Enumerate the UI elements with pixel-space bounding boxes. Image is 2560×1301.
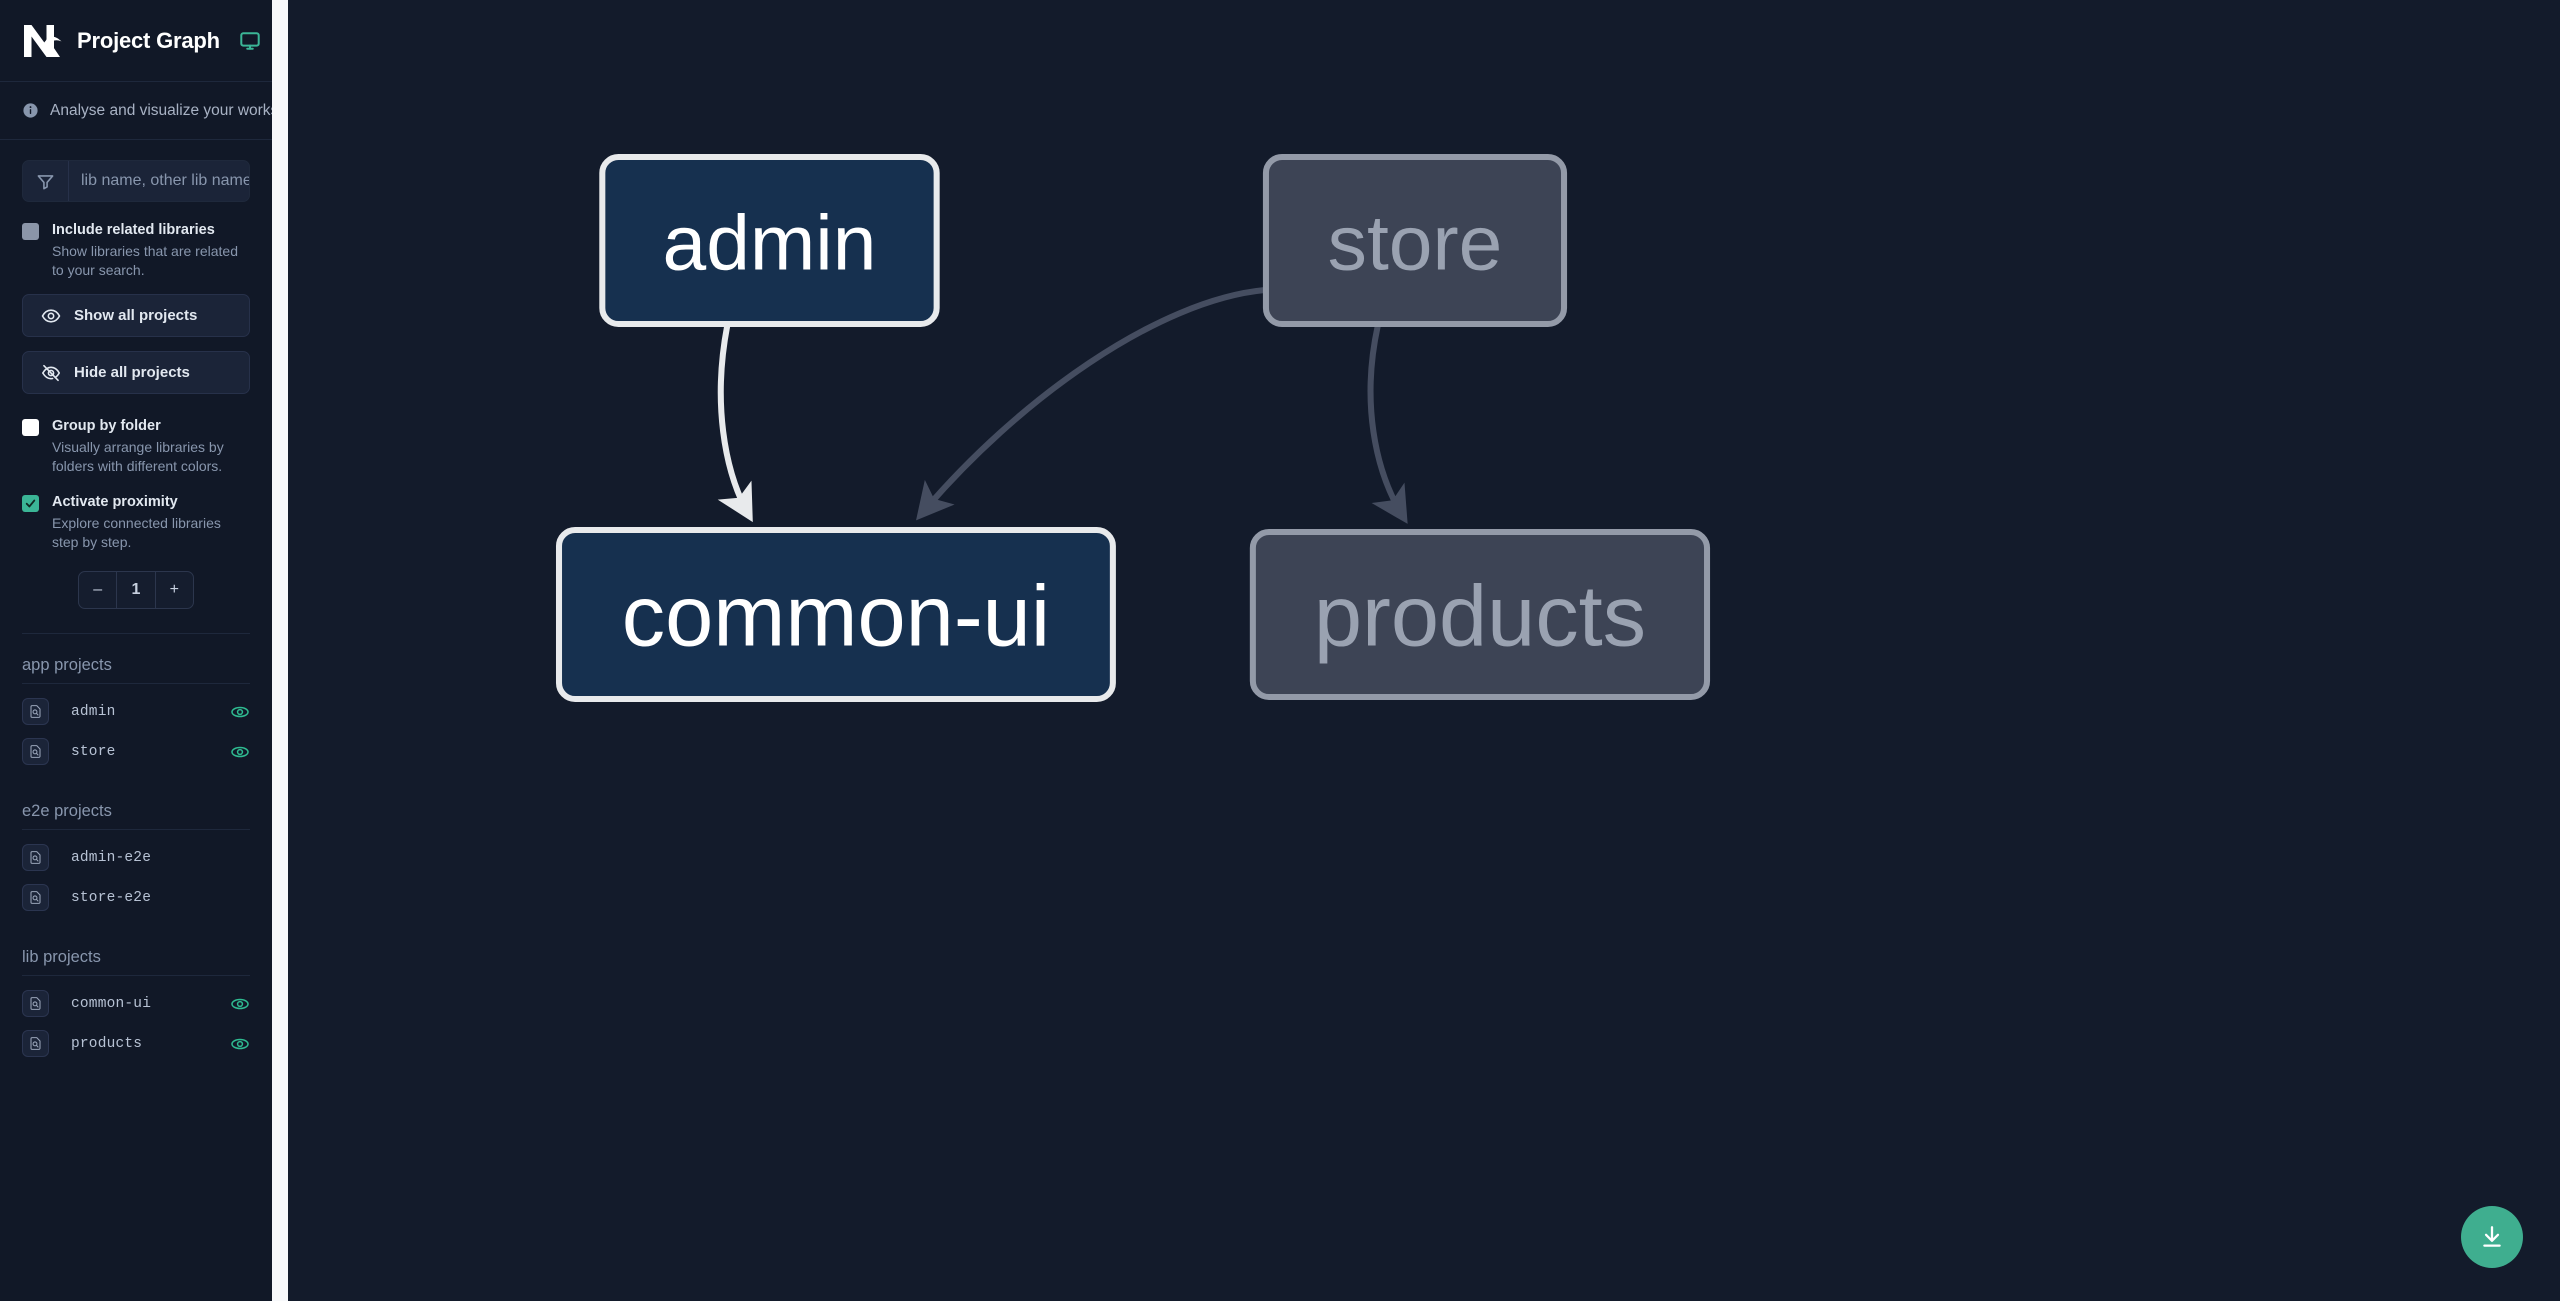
graph-node-box[interactable]	[555, 527, 1116, 702]
project-name: common-ui	[71, 995, 152, 1012]
option-title: Include related libraries	[52, 222, 215, 238]
graph-node-store[interactable]: store	[1262, 154, 1568, 327]
sidebar: Project Graph Analyse and visualize your…	[0, 0, 272, 1301]
graph-node-label: admin	[663, 199, 877, 287]
option-group-by-folder[interactable]: Group by folder Visually arrange librari…	[22, 417, 250, 476]
search-field-wrapper	[22, 160, 250, 202]
project-row-products[interactable]: products	[22, 1024, 250, 1064]
project-row-admin-e2e[interactable]: admin-e2e	[22, 838, 250, 878]
proximity-decrement-button[interactable]: –	[93, 580, 103, 598]
eye-visible-icon[interactable]	[230, 702, 250, 722]
option-activate-proximity[interactable]: Activate proximity Explore connected lib…	[22, 493, 250, 552]
graph-node-box[interactable]	[1262, 154, 1568, 327]
proximity-stepper: – 1 +	[78, 570, 194, 609]
project-row-store-e2e[interactable]: store-e2e	[22, 878, 250, 918]
graph-node-box[interactable]	[599, 154, 940, 327]
project-file-icon[interactable]	[22, 738, 49, 766]
graph-node-box[interactable]	[1249, 529, 1711, 700]
option-description: Show libraries that are related to your …	[52, 242, 238, 278]
show-all-projects-label: Show all projects	[74, 307, 198, 325]
group-heading-lib-projects: lib projects	[22, 918, 250, 976]
sidebar-header: Project Graph	[0, 0, 272, 82]
info-circle-icon	[22, 102, 39, 119]
download-graph-button[interactable]	[2461, 1206, 2523, 1268]
project-name: admin-e2e	[71, 849, 152, 866]
sidebar-scrollbar[interactable]	[272, 0, 288, 1301]
checkbox-include-related-libraries[interactable]	[22, 223, 39, 240]
graph-node-products[interactable]: products	[1249, 529, 1711, 700]
graph-edge-admin-to-common-ui	[717, 323, 753, 523]
graph-edges	[717, 287, 1408, 524]
sidebar-controls: Include related libraries Show libraries…	[0, 140, 272, 634]
project-list: app projects admin	[0, 634, 272, 1094]
sidebar-divider	[22, 632, 250, 634]
tagline-text: Analyse and visualize your workspace.	[50, 101, 272, 119]
option-description: Explore connected libraries step by step…	[52, 514, 221, 551]
checkbox-activate-proximity[interactable]	[22, 495, 39, 513]
checkbox-group-by-folder[interactable]	[22, 419, 39, 437]
project-file-icon[interactable]	[22, 844, 49, 872]
group-heading-e2e-projects: e2e projects	[22, 772, 250, 830]
graph-node-label: products	[1314, 569, 1646, 665]
hide-all-projects-label: Hide all projects	[74, 364, 190, 382]
monitor-icon[interactable]	[239, 30, 261, 52]
graph-nodes: admin store common-ui products	[555, 154, 1711, 702]
graph-node-common-ui[interactable]: common-ui	[555, 527, 1116, 702]
project-row-admin[interactable]: admin	[22, 692, 250, 732]
option-title: Group by folder	[52, 418, 161, 435]
group-heading-app-projects: app projects	[22, 634, 250, 684]
sidebar-tagline: Analyse and visualize your workspace.	[0, 82, 272, 140]
project-name: store	[71, 743, 116, 760]
hide-all-projects-button[interactable]: Hide all projects	[22, 351, 250, 395]
check-icon	[25, 499, 36, 508]
project-file-icon[interactable]	[22, 698, 49, 726]
project-name: products	[71, 1035, 143, 1052]
project-file-icon[interactable]	[22, 884, 49, 912]
page-title: Project Graph	[77, 27, 220, 53]
project-name: store-e2e	[71, 889, 152, 906]
download-icon	[2483, 1226, 2501, 1247]
project-row-store[interactable]: store	[22, 732, 250, 772]
graph-canvas[interactable]: admin store common-ui products	[272, 0, 2560, 1301]
graph-edge-store-to-products	[1367, 323, 1408, 524]
graph-edge-store-to-common-ui	[916, 287, 1268, 521]
option-description: Visually arrange libraries by folders wi…	[52, 438, 224, 475]
project-name: admin	[71, 703, 116, 720]
eye-off-icon	[42, 364, 61, 381]
graph-node-admin[interactable]: admin	[599, 154, 940, 327]
option-title: Activate proximity	[52, 494, 178, 511]
project-file-icon[interactable]	[22, 1030, 49, 1058]
graph-node-label: store	[1328, 199, 1503, 287]
proximity-value: 1	[116, 571, 156, 608]
search-input[interactable]	[69, 161, 249, 201]
nx-logo-icon	[22, 21, 64, 61]
graph-node-label: common-ui	[622, 569, 1050, 665]
eye-visible-icon[interactable]	[230, 994, 250, 1014]
proximity-increment-button[interactable]: +	[169, 580, 179, 598]
eye-visible-icon[interactable]	[230, 1034, 250, 1054]
show-all-projects-button[interactable]: Show all projects	[22, 294, 250, 338]
project-row-common-ui[interactable]: common-ui	[22, 984, 250, 1024]
project-file-icon[interactable]	[22, 990, 49, 1018]
eye-icon	[41, 309, 61, 323]
option-include-related-libraries[interactable]: Include related libraries Show libraries…	[22, 221, 250, 280]
project-graph-svg: admin store common-ui products	[555, 154, 1711, 702]
filter-funnel-icon	[23, 161, 69, 201]
eye-visible-icon[interactable]	[230, 742, 250, 762]
